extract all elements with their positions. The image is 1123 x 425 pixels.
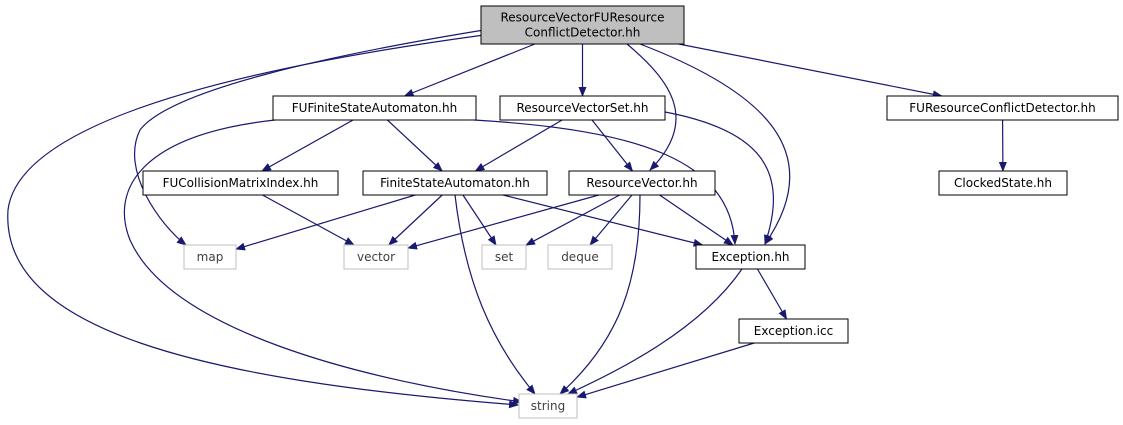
node-root-label: ConflictDetector.hh <box>525 26 641 40</box>
edge-rvs-to-fsa <box>474 119 563 172</box>
node-exicc-label: Exception.icc <box>754 324 833 338</box>
node-vector[interactable]: vector <box>343 244 409 270</box>
node-deque-box <box>547 244 613 270</box>
edge-root-to-exception <box>639 43 791 245</box>
node-vector-box <box>343 244 409 270</box>
edge-fucmi-to-vector <box>262 194 355 246</box>
node-root-box <box>480 5 685 45</box>
edge-fsa-to-map <box>235 194 416 251</box>
node-root[interactable]: ResourceVectorFUResourceConflictDetector… <box>480 5 685 45</box>
edge-fufsa-to-string <box>123 119 523 405</box>
edge-fufsa-to-exception <box>473 119 739 245</box>
node-string[interactable]: string <box>518 393 578 419</box>
node-root-label: ResourceVectorFUResource <box>501 11 665 25</box>
edge-fsa-to-set <box>462 194 497 246</box>
edge-root-to-map <box>134 29 485 246</box>
edge-exicc-to-string <box>576 342 755 399</box>
node-set-box <box>481 244 527 270</box>
edge-rv-to-deque <box>589 194 633 246</box>
node-vector-label: vector <box>357 250 395 264</box>
node-map[interactable]: map <box>183 244 237 270</box>
node-rvs-box <box>499 95 666 121</box>
node-exception-label: Exception.hh <box>711 250 789 264</box>
node-fufsa[interactable]: FUFiniteStateAutomaton.hh <box>272 95 477 121</box>
node-set[interactable]: set <box>481 244 527 270</box>
node-rv-label: ResourceVector.hh <box>586 176 697 190</box>
edges-layer <box>7 29 1007 409</box>
edge-fsa-to-exception <box>502 194 704 247</box>
node-fsa-box <box>362 170 548 196</box>
edge-fufsa-to-fucmi <box>261 119 354 172</box>
node-fucmi-box <box>142 170 339 196</box>
node-rv[interactable]: ResourceVector.hh <box>568 170 716 196</box>
edge-root-to-rv <box>626 43 677 171</box>
node-furcd-label: FUResourceConflictDetector.hh <box>909 101 1095 115</box>
node-exception-box <box>695 244 806 270</box>
node-furcd[interactable]: FUResourceConflictDetector.hh <box>886 95 1119 121</box>
node-furcd-box <box>886 95 1119 121</box>
node-clocked[interactable]: ClockedState.hh <box>938 170 1068 196</box>
node-clocked-label: ClockedState.hh <box>954 176 1052 190</box>
node-fucmi[interactable]: FUCollisionMatrixIndex.hh <box>142 170 339 196</box>
edge-rv-to-set <box>525 194 620 246</box>
nodes-layer: ResourceVectorFUResourceConflictDetector… <box>142 5 1119 419</box>
edge-fsa-to-vector <box>388 194 443 246</box>
node-string-label: string <box>531 399 565 413</box>
node-exception[interactable]: Exception.hh <box>695 244 806 270</box>
edge-fsa-to-string <box>454 194 536 395</box>
node-fucmi-label: FUCollisionMatrixIndex.hh <box>163 176 319 190</box>
node-deque-label: deque <box>561 250 599 264</box>
edge-rvs-to-exception <box>664 111 774 245</box>
edge-root-to-fufsa <box>403 43 536 97</box>
edge-exception-to-exicc <box>756 268 788 320</box>
edge-fufsa-to-fsa <box>386 119 443 172</box>
edge-exception-to-string <box>567 268 743 395</box>
node-rvs[interactable]: ResourceVectorSet.hh <box>499 95 666 121</box>
node-map-box <box>183 244 237 270</box>
node-fsa[interactable]: FiniteStateAutomaton.hh <box>362 170 548 196</box>
edge-rvs-to-rv <box>591 119 634 172</box>
edge-rv-to-vector <box>407 194 600 250</box>
node-exicc-box <box>738 318 849 344</box>
edge-rv-to-exception <box>659 194 734 246</box>
node-deque[interactable]: deque <box>547 244 613 270</box>
node-rv-box <box>568 170 716 196</box>
node-clocked-box <box>938 170 1068 196</box>
node-fsa-label: FiniteStateAutomaton.hh <box>380 176 530 190</box>
edge-rv-to-string <box>559 194 641 395</box>
node-exicc[interactable]: Exception.icc <box>738 318 849 344</box>
node-set-label: set <box>495 250 514 264</box>
edge-root-to-string <box>7 34 519 409</box>
edge-root-to-furcd <box>678 43 943 99</box>
node-fufsa-box <box>272 95 477 121</box>
node-string-box <box>518 393 578 419</box>
node-rvs-label: ResourceVectorSet.hh <box>517 101 649 115</box>
node-fufsa-label: FUFiniteStateAutomaton.hh <box>292 101 457 115</box>
node-map-label: map <box>197 250 224 264</box>
